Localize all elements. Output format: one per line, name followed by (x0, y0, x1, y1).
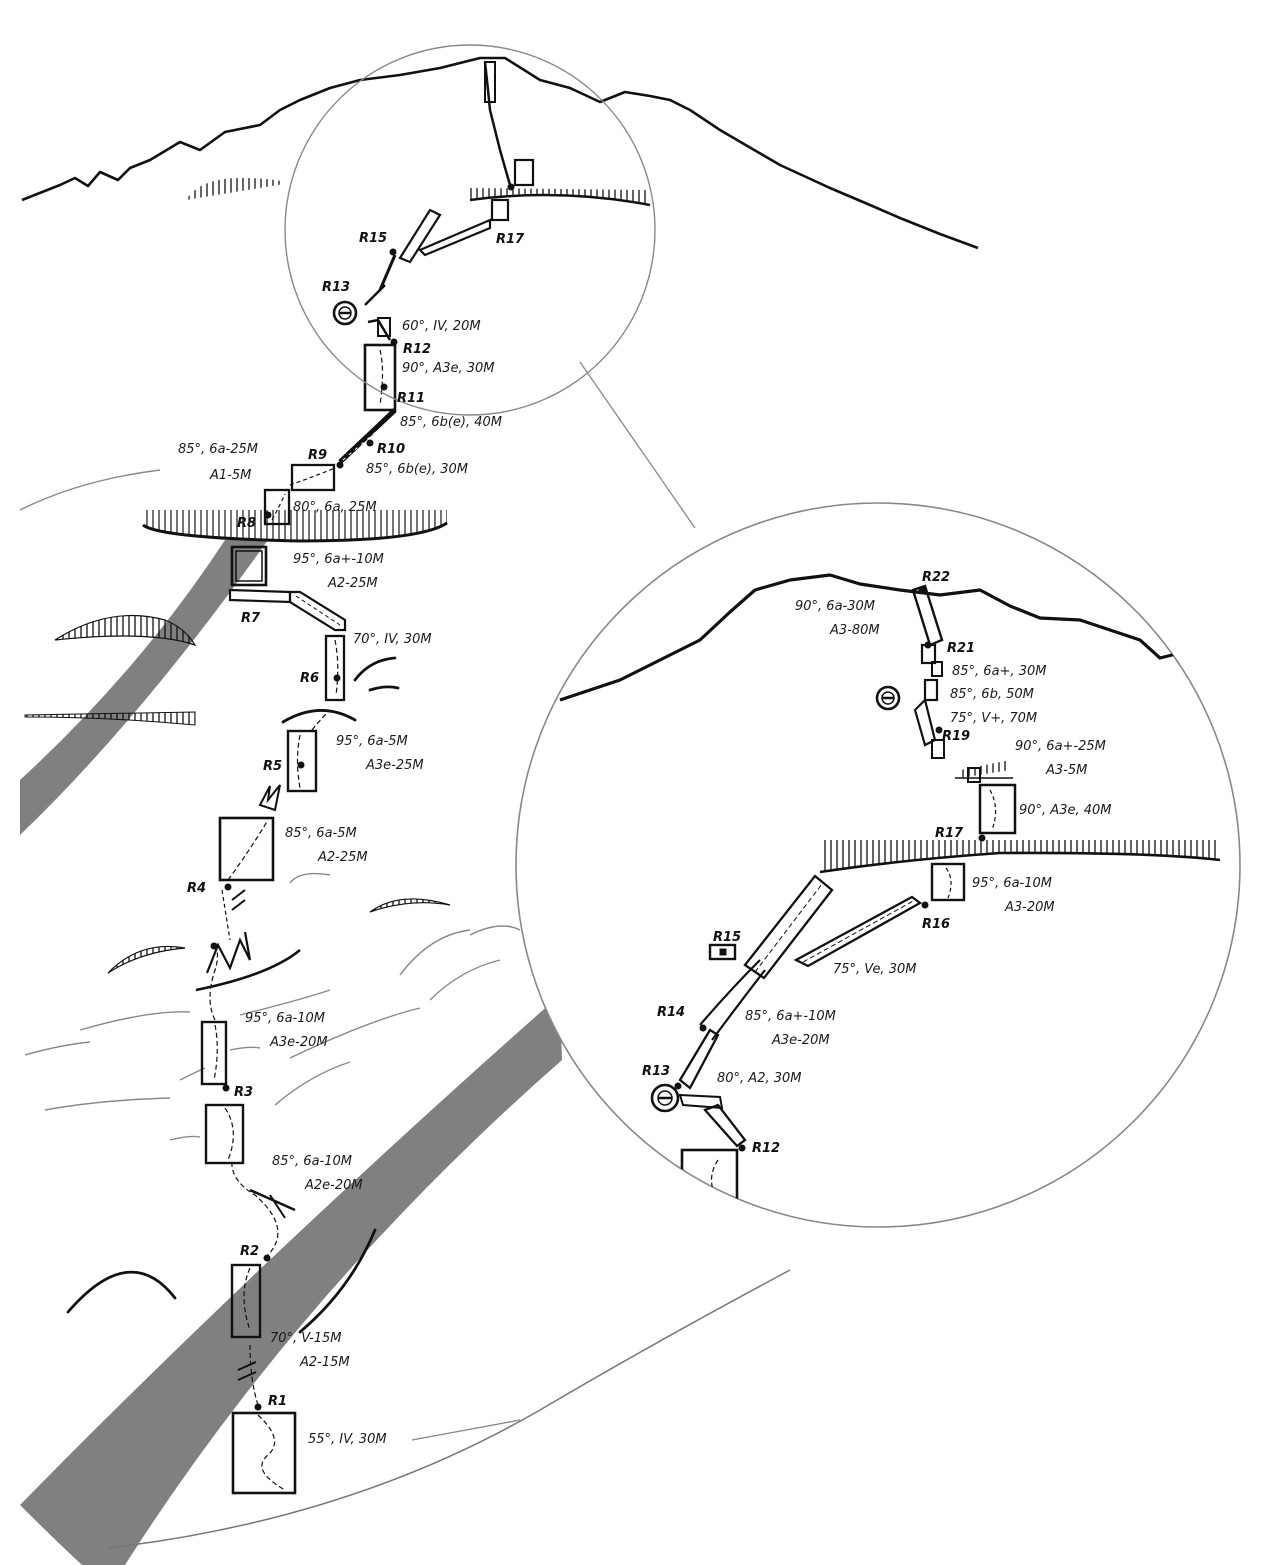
pitch-box-7 (324, 634, 346, 702)
ledge-hatch-right (369, 898, 451, 913)
station-label-r10: R10 (377, 442, 405, 457)
station-label-r3: R3 (234, 1085, 253, 1100)
inset-station-r19: R19 (942, 729, 970, 744)
inset-pitch-label-8: 85°, 6b, 50M (950, 687, 1034, 702)
pitch-box-1 (231, 1411, 297, 1495)
inset-station-r21: R21 (947, 641, 975, 656)
inset-pitch-r16 (930, 862, 966, 902)
pitch-label-7: 70°, IV, 30M (353, 632, 432, 647)
bivouac-main (332, 300, 358, 326)
station-label-r6: R6 (300, 671, 319, 686)
main-route-labels: R1 R2 R3 R4 R5 R6 R7 R8 R9 R10 R11 R12 R… (178, 231, 525, 1447)
station-label-r4: R4 (187, 881, 206, 896)
pitch-box-4 (200, 1020, 228, 1086)
station-dots (210, 183, 515, 1411)
zoom-circle-small (284, 44, 656, 416)
zoom-line-2 (411, 1419, 521, 1441)
ridge-skyline (21, 56, 979, 250)
base-line (107, 1269, 791, 1549)
pitch-box-2 (230, 1263, 262, 1339)
pitch-box-8 (230, 545, 268, 587)
station-label-r5: R5 (263, 759, 282, 774)
pitch-box-12 (490, 198, 510, 222)
inset-pitch-label-9: 85°, 6a+, 30M (952, 664, 1046, 679)
inset-pitch-r17 (978, 783, 1017, 835)
station-label-r13: R13 (322, 280, 350, 295)
inset-station-r14: R14 (657, 1005, 685, 1020)
pitch-label-14: 60°, IV, 20M (402, 319, 481, 334)
station-label-r17: R17 (496, 232, 525, 247)
inset-station-r15: R15 (713, 930, 741, 945)
station-label-r9: R9 (308, 448, 327, 463)
inset-pitch-label-7: 75°, V+, 70M (950, 711, 1037, 726)
couloir-main (20, 995, 562, 1565)
pitch-label-9: 80°, 6a, 25M (293, 500, 377, 515)
couloir-left (20, 540, 268, 835)
pitch-box-11 (363, 343, 397, 412)
pitch-label-12: 85°, 6b(e), 40M (400, 415, 502, 430)
inset-station-r17: R17 (935, 826, 964, 841)
pitch-box-13 (513, 158, 535, 187)
detail-inset-labels: R12 R13 R14 R15 R16 R17 R19 R21 R22 80°,… (642, 570, 1112, 1156)
pitch-box-10 (290, 463, 336, 492)
inset-pitch-r20 (923, 678, 939, 702)
pitch-box-6 (286, 729, 318, 793)
inset-station-r16: R16 (922, 917, 950, 932)
station-label-r12: R12 (403, 342, 431, 357)
mountain-background (19, 56, 979, 1565)
station-label-r15: R15 (359, 231, 387, 246)
inset-pitch-label-5: 90°, A3e, 40M (1019, 803, 1112, 818)
pitch-label-11: 85°, 6b(e), 30M (366, 462, 468, 477)
inset-ledge (819, 851, 1221, 874)
inset-station-r13: R13 (642, 1064, 670, 1079)
pitch-box-3 (204, 1103, 245, 1165)
ledge-hatch-left-2 (24, 711, 196, 726)
pitch-label-13: 90°, A3e, 30M (402, 361, 495, 376)
station-label-r2: R2 (240, 1244, 259, 1259)
ledge-hatch-left-3 (107, 945, 186, 974)
pitch-box-5 (218, 816, 275, 882)
ledge-main-r8-hatch (143, 510, 447, 541)
station-label-r11: R11 (397, 391, 425, 406)
inset-pitch-label-3: 75°, Ve, 30M (833, 962, 916, 977)
inset-pitch-r15 (708, 943, 737, 961)
detail-inset (515, 502, 1241, 1228)
inset-station-r22: R22 (922, 570, 950, 585)
station-label-r8: R8 (237, 516, 256, 531)
ledge-hatch-top-left (186, 178, 284, 200)
pitch-box-9 (263, 488, 291, 526)
main-route (200, 61, 535, 1495)
inset-pitch-label-1: 80°, A2, 30M (717, 1071, 802, 1086)
inset-station-r12: R12 (752, 1141, 780, 1156)
zoom-line-1 (579, 361, 696, 529)
ledge-hatch-left-1 (54, 614, 197, 647)
station-label-r1: R1 (268, 1394, 287, 1409)
pitch-label-1: 55°, IV, 30M (308, 1432, 387, 1447)
station-label-r7: R7 (241, 611, 261, 626)
